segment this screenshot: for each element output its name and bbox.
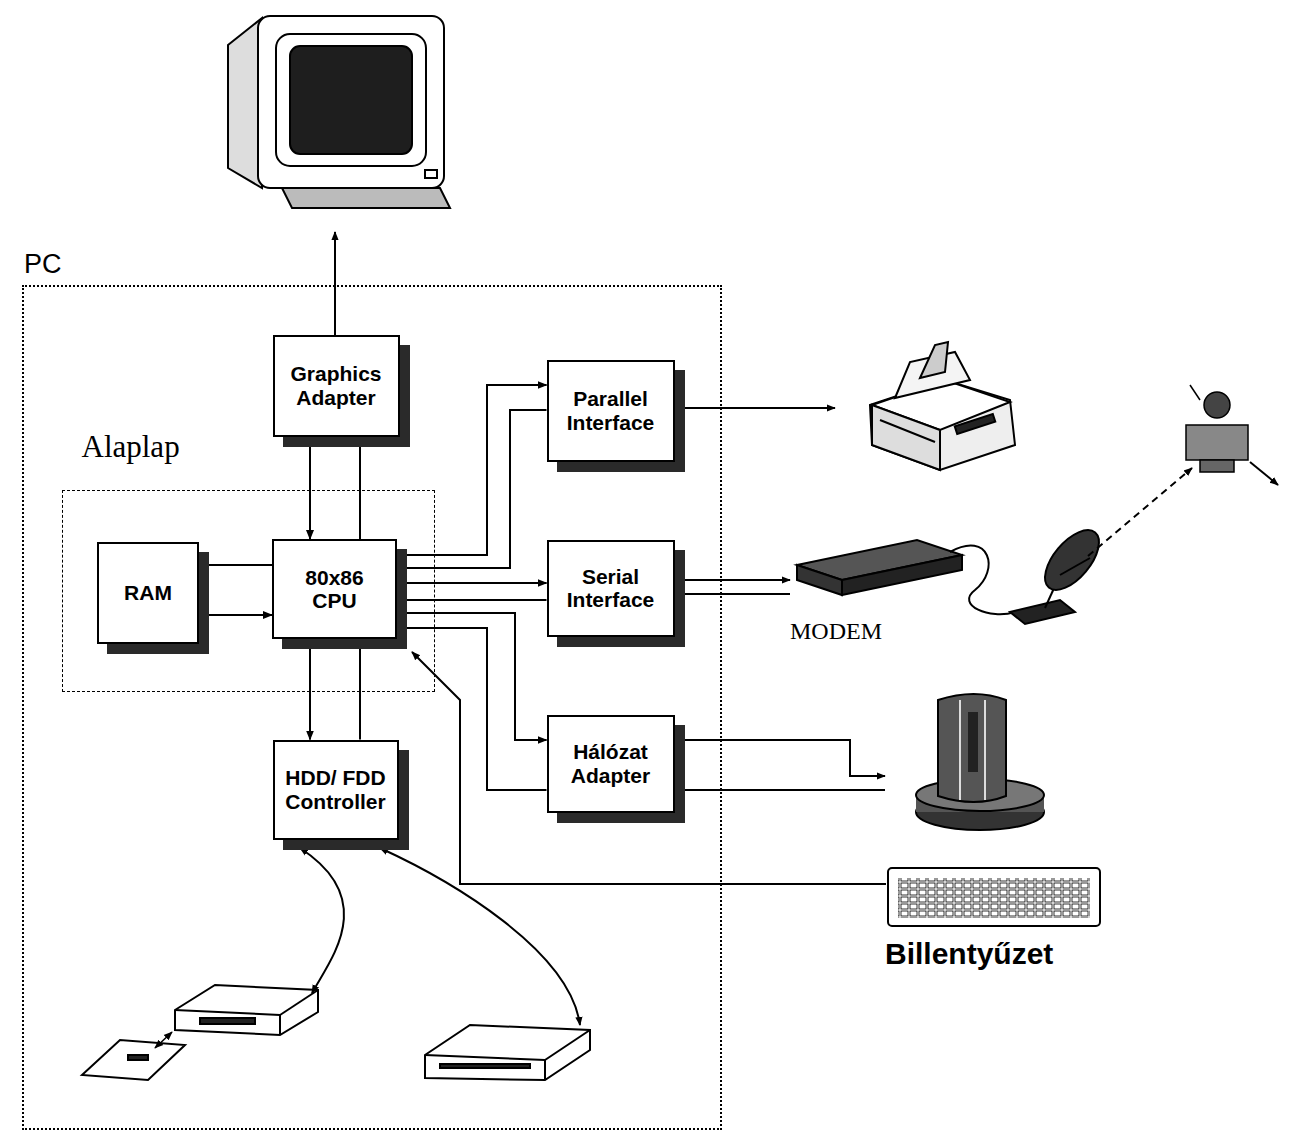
- bus-connector: [397, 613, 547, 740]
- interface-box: Parallel Interface: [547, 360, 675, 462]
- bus-connector: [397, 599, 547, 601]
- serial-in-cable: [676, 593, 790, 595]
- printer-cable: [673, 407, 835, 409]
- radio-link: [1088, 468, 1192, 556]
- downlink-arrow: [1250, 462, 1278, 485]
- hard-drive-illustration: [425, 1025, 590, 1080]
- monitor-illustration: [228, 16, 450, 208]
- box-label: 80x86 CPU: [295, 566, 375, 612]
- modem-illustration: [797, 540, 1015, 614]
- network-server-illustration: [916, 694, 1044, 830]
- serial-out-cable: [673, 579, 790, 581]
- box-label: Parallel Interface: [555, 387, 667, 433]
- hdd-cable: [380, 848, 580, 1025]
- memory-box: RAM: [97, 542, 199, 644]
- bus-connector: [359, 437, 361, 540]
- floppy-drive-illustration: [82, 985, 318, 1080]
- network-out-cable: [673, 740, 885, 776]
- processor-box: 80x86 CPU: [272, 539, 397, 639]
- motherboard-region: RAM80x86 CPUAlaplap: [62, 490, 435, 692]
- box-label: Serial Interface: [555, 565, 667, 611]
- box-label: HDD/ FDD Controller: [282, 766, 390, 812]
- bus-connector: [309, 639, 311, 740]
- keyboard-cable: [412, 652, 886, 884]
- region-heading: Alaplap: [82, 429, 180, 465]
- pc-case-region: Graphics AdapterParallel InterfaceRAM 80x…: [22, 285, 722, 1130]
- device-label: MODEM: [790, 618, 882, 645]
- bus-connector: [199, 614, 272, 616]
- bus-connector: [199, 564, 272, 566]
- interface-box: Serial Interface: [547, 540, 675, 637]
- bus-connector: [397, 410, 547, 568]
- bus-connector: [397, 628, 547, 790]
- adapter-box: Graphics Adapter: [273, 335, 400, 437]
- printer-illustration: [870, 342, 1015, 470]
- box-label: Hálózat Adapter: [555, 740, 667, 786]
- bus-connector: [309, 437, 311, 540]
- video-signal-line: [334, 232, 336, 335]
- satellite-dish-illustration: [1010, 521, 1109, 624]
- box-label: Graphics Adapter: [281, 362, 392, 408]
- bus-connector: [397, 582, 547, 584]
- adapter-box: Hálózat Adapter: [547, 715, 675, 813]
- network-in-cable: [676, 789, 885, 791]
- box-label: RAM: [124, 581, 172, 604]
- bus-connector: [359, 639, 361, 740]
- disk-insert-arrow: [155, 1032, 172, 1048]
- controller-box: HDD/ FDD Controller: [273, 740, 399, 840]
- keyboard-illustration: [888, 868, 1100, 926]
- device-label: Billentyűzet: [885, 937, 1053, 971]
- floppy-cable: [300, 848, 344, 993]
- region-heading: PC: [24, 249, 62, 280]
- satellite-illustration: [1186, 385, 1248, 472]
